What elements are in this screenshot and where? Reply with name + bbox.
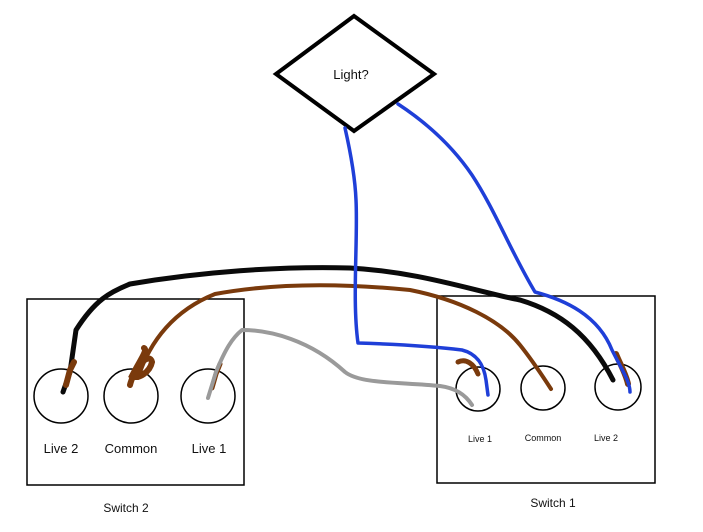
wire-black (60, 265, 616, 395)
switch1-box (436, 295, 656, 484)
light-diamond (272, 13, 438, 134)
switch1-terminal-label-3: Live 2 (593, 433, 619, 443)
switch2-terminal-common (103, 368, 159, 424)
light-label: Light? (333, 67, 369, 82)
wire-brown-stub-switch1-live1 (455, 358, 481, 377)
wire-brown-stub-switch2-live2 (63, 359, 77, 388)
switch2-terminal-label-3: Live 1 (191, 441, 227, 456)
wire-blue-1 (343, 126, 490, 397)
wire-brown-common (136, 283, 553, 391)
wire-blue-2 (396, 102, 632, 394)
switch1-terminal-label-1: Live 1 (467, 434, 493, 444)
switch2-terminal-live2 (33, 368, 89, 424)
switch2-terminal-live1 (180, 368, 236, 424)
switch2-caption: Switch 2 (103, 501, 149, 515)
wire-grey (206, 328, 474, 407)
switch1-terminal-label-2: Common (524, 433, 562, 443)
switch2-terminal-label-1: Live 2 (43, 441, 79, 456)
wire-brown-knot-switch2 (127, 345, 156, 388)
switch2-terminal-label-2: Common (104, 441, 158, 456)
switch1-terminal-live2 (594, 363, 642, 411)
switch1-caption: Switch 1 (530, 496, 576, 510)
switch2-box (26, 298, 245, 486)
switch1-terminal-common (520, 365, 566, 411)
